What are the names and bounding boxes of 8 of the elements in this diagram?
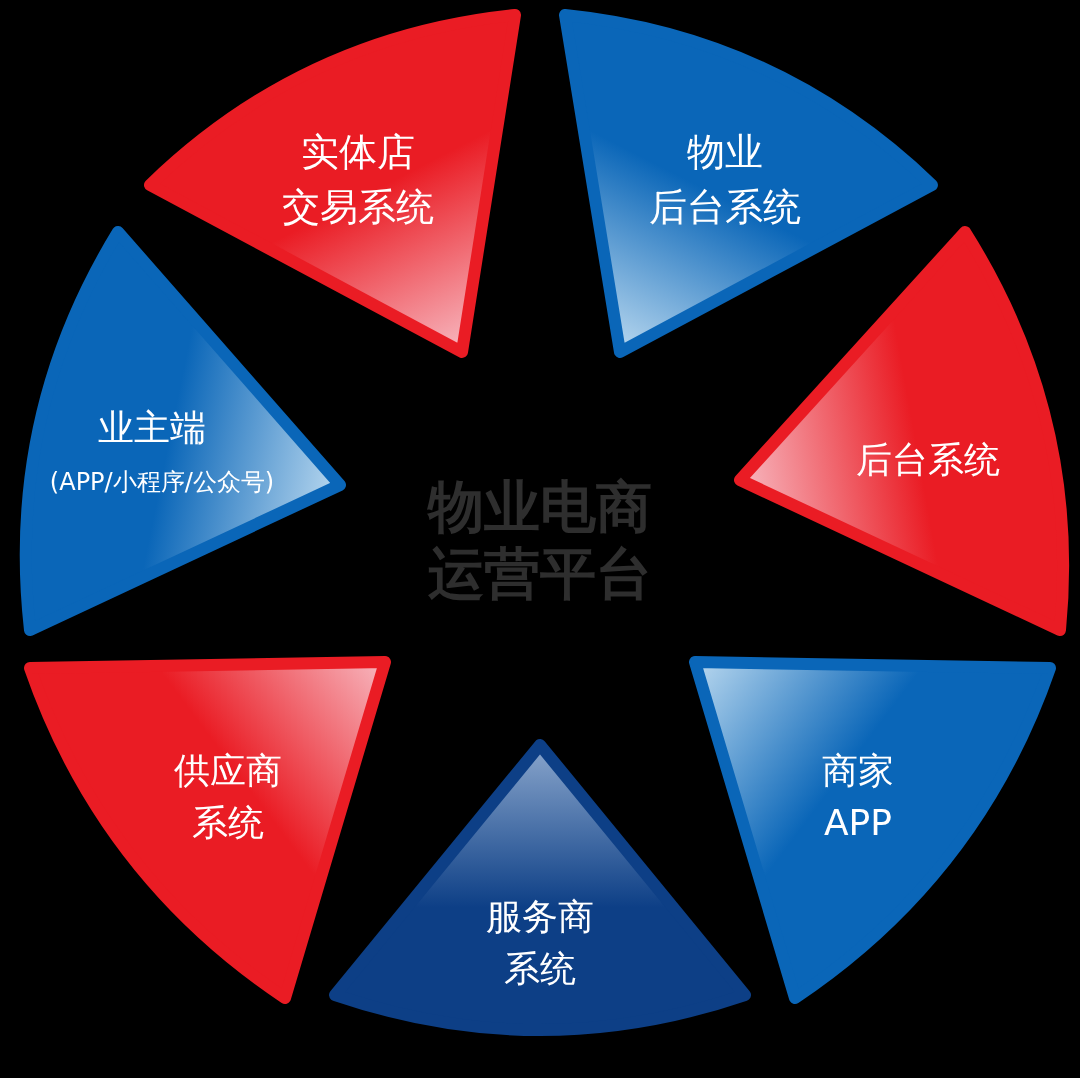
segment-label: (APP/小程序/公众号) [49,466,275,498]
segment-label: 供应商系统 [174,748,282,845]
segment-label: 服务商系统 [486,894,594,991]
segment-label: 后台系统 [856,437,1000,482]
segment-label: 商家APP [822,748,894,845]
segment-label: 物业后台系统 [649,128,801,231]
segment-label: 实体店交易系统 [282,128,434,231]
segment-label: 业主端 [98,405,206,450]
